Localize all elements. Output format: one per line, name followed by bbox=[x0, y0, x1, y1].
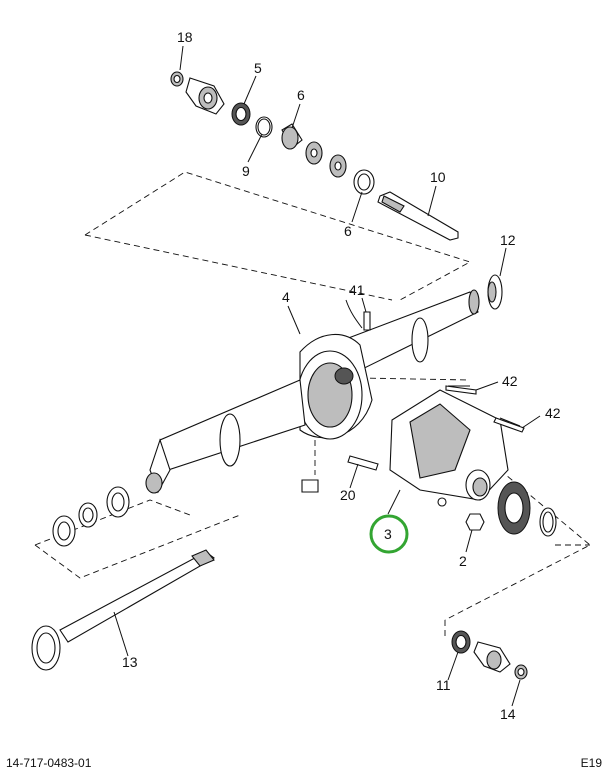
callout-14: 14 bbox=[500, 706, 516, 722]
bearing-cup-part-6-top bbox=[281, 123, 303, 150]
bolt-part-42-b bbox=[493, 417, 525, 433]
axle-flange-part-12 bbox=[487, 274, 503, 310]
callout-13: 13 bbox=[122, 654, 138, 670]
callout-2: 2 bbox=[459, 553, 467, 569]
callout-12: 12 bbox=[500, 232, 516, 248]
bearing-cone-2 bbox=[329, 154, 347, 178]
callout-42-top: 42 bbox=[502, 373, 518, 389]
highlight-ring bbox=[369, 514, 409, 554]
callout-5: 5 bbox=[254, 60, 262, 76]
leader-lines bbox=[113, 45, 541, 707]
differential-carrier-part-3 bbox=[389, 385, 521, 501]
breather-part-41 bbox=[345, 299, 371, 331]
oil-seal-part-5 bbox=[231, 102, 251, 126]
companion-flange bbox=[473, 641, 511, 673]
housing-plug bbox=[301, 479, 319, 493]
snap-ring-part-9 bbox=[255, 116, 273, 138]
callout-6-top: 6 bbox=[297, 87, 305, 103]
stud-part-20 bbox=[347, 455, 379, 471]
callout-42-right: 42 bbox=[545, 405, 561, 421]
bearing-cone bbox=[305, 141, 323, 165]
callout-41: 41 bbox=[349, 282, 365, 298]
callout-11: 11 bbox=[436, 677, 451, 693]
callout-10: 10 bbox=[430, 169, 446, 185]
callout-labels: 18 5 6 9 10 6 12 4 41 42 42 20 3 2 13 11… bbox=[122, 29, 561, 722]
nut-part-2 bbox=[437, 497, 485, 531]
callout-6-lower: 6 bbox=[344, 223, 352, 239]
axle-shaft-part-13 bbox=[31, 549, 215, 671]
pinion-nut-part-18 bbox=[170, 71, 184, 87]
page-reference: E19 bbox=[580, 756, 602, 770]
callout-20: 20 bbox=[340, 487, 356, 503]
document-number: 14-717-0483-01 bbox=[6, 756, 92, 770]
callout-3: 3 bbox=[384, 526, 392, 542]
callout-18: 18 bbox=[177, 29, 193, 45]
axle-housing-part-4 bbox=[145, 289, 480, 494]
pinion-yoke bbox=[185, 77, 225, 115]
drive-pinion-part-10 bbox=[377, 191, 459, 241]
callout-4: 4 bbox=[282, 289, 290, 305]
bolt-part-42-a bbox=[445, 385, 477, 395]
bearing-cup-part-6-lower bbox=[353, 169, 375, 195]
callout-9: 9 bbox=[242, 163, 250, 179]
seal-part-11 bbox=[451, 630, 471, 654]
ring-gear-assembly bbox=[497, 481, 557, 537]
nut-part-14 bbox=[514, 664, 528, 680]
axle-nuts-left bbox=[52, 486, 130, 547]
